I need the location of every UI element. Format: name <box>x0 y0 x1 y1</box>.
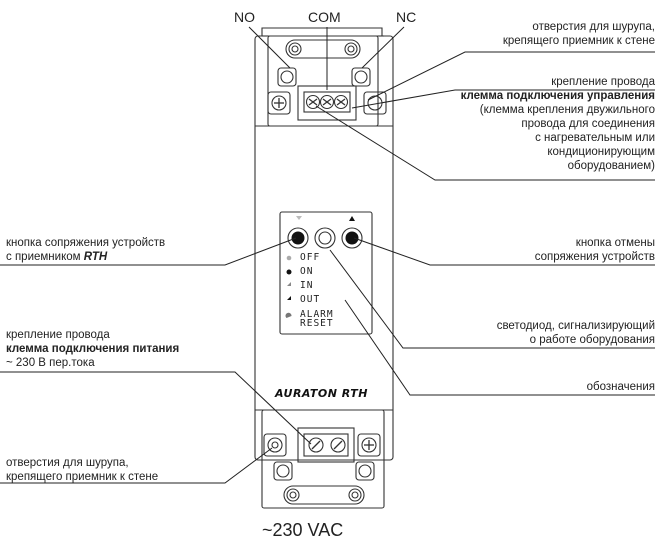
terminal-label-nc: NC <box>396 9 417 25</box>
led-label-in: IN <box>300 280 314 291</box>
bottom-slot <box>283 485 365 505</box>
terminal-label-com: COM <box>308 9 341 25</box>
legend-label: обозначения <box>586 381 655 393</box>
led-label-out: OUT <box>300 294 321 305</box>
device-brand: AURATON RTH <box>275 387 368 400</box>
leader-cancel-button <box>353 237 655 266</box>
led-label-alarm: ALARM <box>300 309 334 320</box>
control-wire-label: крепление провода клемма подключения упр… <box>460 76 655 172</box>
terminal-screw-no <box>305 94 321 110</box>
top-screw-hole-left <box>280 70 294 84</box>
power-wire-label: крепление провода клемма подключения пит… <box>6 329 180 369</box>
leader-no <box>248 26 291 69</box>
cancel-button <box>341 227 363 249</box>
leader-led-indicator <box>329 249 655 349</box>
cancel-arrow-icon <box>349 216 355 221</box>
control-panel <box>279 211 373 335</box>
leader-nc <box>361 26 405 69</box>
power-terminal-screw-2 <box>330 437 346 453</box>
leader-control-wire-2 <box>315 105 655 181</box>
led-label-on: ON <box>300 266 314 277</box>
device-body <box>254 35 394 461</box>
top-screw-hole-right <box>354 70 368 84</box>
pair-button-label: кнопка сопряжения устройств с приемником… <box>6 237 166 263</box>
terminal-label-no: NO <box>234 9 255 25</box>
led-label-reset: RESET <box>300 318 334 329</box>
top-screw-holes-label: отверстия для шурупа, крепящего приемник… <box>502 21 655 47</box>
cancel-button-label: кнопка отмены сопряжения устройств <box>534 237 655 263</box>
terminal-screw-com <box>319 94 335 110</box>
bottom-bracket <box>261 409 385 509</box>
led-label-off: OFF <box>300 252 321 263</box>
led-indicator-label: светодиод, сигнализирующий о работе обор… <box>496 320 655 346</box>
leader-power-wire <box>0 371 312 445</box>
top-bracket <box>261 27 383 36</box>
power-terminal-block <box>297 427 355 463</box>
leader-top-screw-holes <box>367 51 655 101</box>
bottom-screw-holes-label: отверстия для шурупа, крепящего приемник… <box>6 457 159 483</box>
top-slot <box>285 39 361 59</box>
pair-arrow-icon <box>296 216 302 220</box>
leader-legend <box>344 299 655 396</box>
power-terminal-screw-1 <box>308 437 324 453</box>
terminal-screw-nc <box>333 94 349 110</box>
leader-bottom-screw-holes <box>0 447 273 484</box>
leader-pair-button <box>0 237 297 266</box>
pair-button <box>287 227 309 249</box>
voltage-label: ~230 VAC <box>262 520 344 540</box>
leader-control-wire <box>351 89 655 109</box>
bottom-screw-hole-left <box>267 437 283 453</box>
